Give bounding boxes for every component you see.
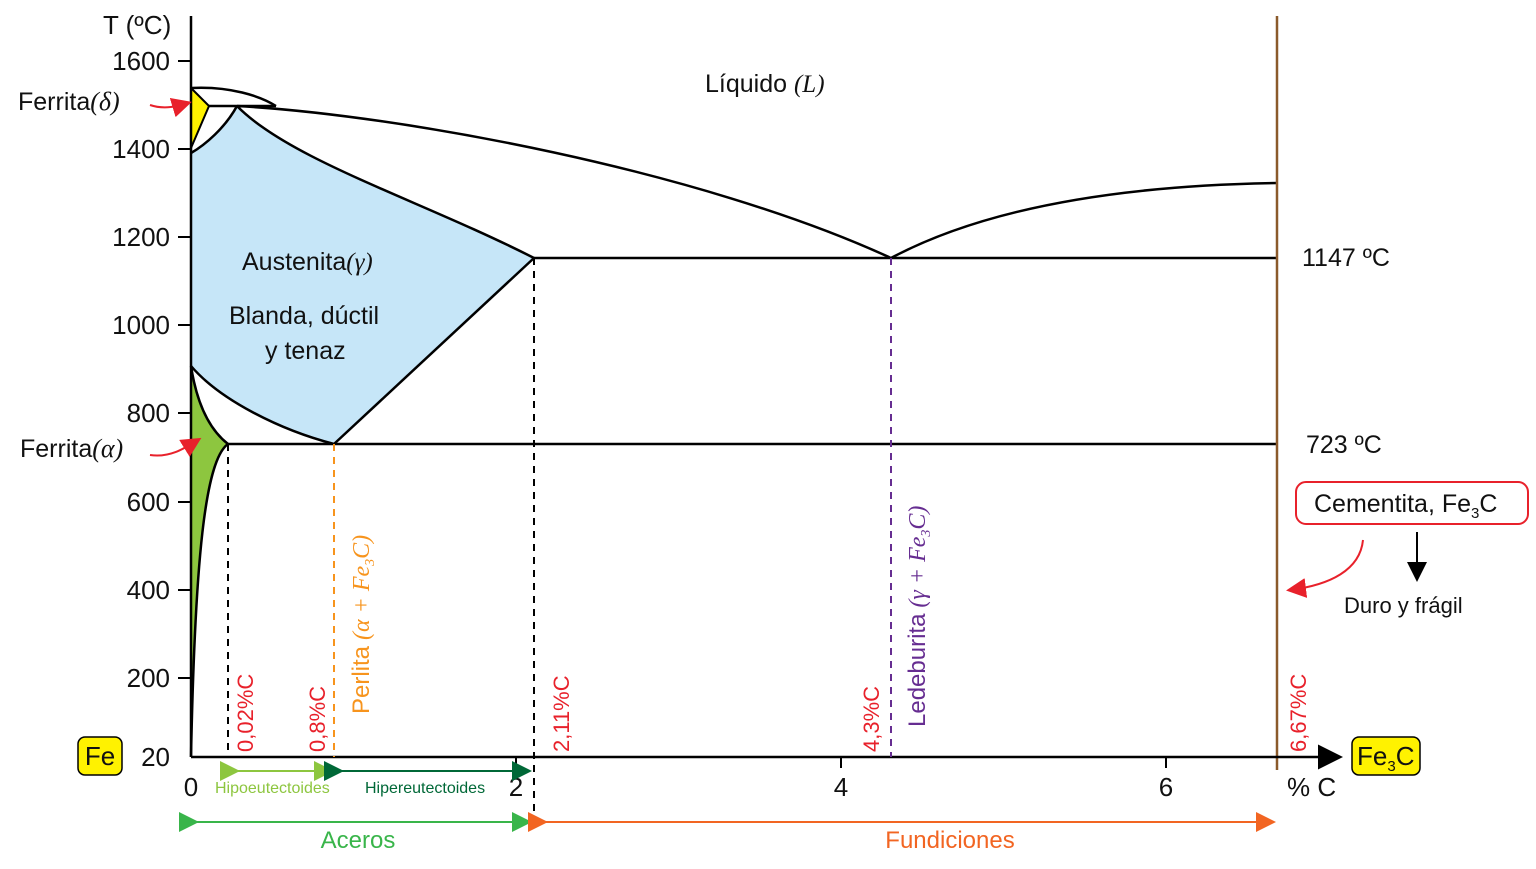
austenite-region (191, 106, 534, 444)
cementite-callout: Cementita, Fe3C (1295, 481, 1529, 525)
comp-002: 0,02%C (233, 674, 258, 752)
x-tick-4: 4 (834, 772, 848, 802)
y-tick-20: 20 (141, 742, 170, 772)
y-tick-marks (178, 60, 191, 679)
x-tick-0: 0 (184, 772, 198, 802)
phase-boundaries (189, 86, 1278, 758)
cementite-red-arrow (1286, 539, 1364, 598)
steels-label: Aceros (321, 827, 396, 854)
delta-ferrite-region (190, 85, 211, 149)
hyper-label: Hipereutectoides (365, 780, 485, 797)
eutectoid-temperature: 723 ºC (1306, 431, 1382, 459)
fe3c-badge: Fe3C (1351, 736, 1421, 776)
x-tick-6: 6 (1159, 772, 1173, 802)
x-axis-label: % C (1287, 772, 1336, 802)
y-tick-1000: 1000 (112, 310, 170, 340)
austenite-desc-1: Blanda, dúctil (229, 302, 379, 330)
y-tick-800: 800 (127, 398, 170, 428)
comp-43: 4,3%C (859, 686, 884, 752)
y-tick-400: 400 (127, 575, 170, 605)
x-tick-2: 2 (509, 772, 523, 802)
alpha-ferrite-label: Ferrita(α) (20, 434, 123, 463)
hypo-label: Hipoeutectoides (215, 780, 330, 797)
delta-ferrite-arrow (149, 98, 192, 118)
y-axis-label: T (ºC) (103, 10, 171, 40)
comp-08: 0,8%C (305, 686, 330, 752)
eutectic-temperature: 1147 ºC (1302, 244, 1390, 272)
fe3c-badge-label: Fe3C (1357, 741, 1414, 775)
x-tick-marks (515, 757, 1167, 768)
alpha-ferrite-region (191, 366, 228, 757)
perlite-label: Perlita(α + Fe3C) (348, 535, 378, 714)
comp-211: 2,11%C (549, 675, 574, 752)
y-tick-200: 200 (127, 663, 170, 693)
fe-badge-label: Fe (85, 741, 115, 771)
y-tick-1400: 1400 (112, 134, 170, 164)
y-tick-1600: 1600 (112, 46, 170, 76)
y-tick-600: 600 (127, 487, 170, 517)
liquid-label: Líquido (L) (705, 70, 825, 98)
comp-667: 6,67%C (1286, 674, 1311, 752)
cementite-property: Duro y frágil (1344, 593, 1463, 618)
fe-badge: Fe (77, 736, 123, 776)
cast-irons-label: Fundiciones (885, 827, 1014, 854)
delta-ferrite-label: Ferrita(δ) (18, 87, 120, 116)
austenite-desc-2: y tenaz (265, 337, 346, 365)
alpha-ferrite-arrow (149, 437, 202, 457)
cementite-label: Cementita, Fe3C (1314, 490, 1497, 522)
austenite-label: Austenita(γ) (242, 248, 373, 276)
y-tick-1200: 1200 (112, 222, 170, 252)
ledeburite-label: Ledeburita(γ + Fe3C) (904, 506, 934, 727)
